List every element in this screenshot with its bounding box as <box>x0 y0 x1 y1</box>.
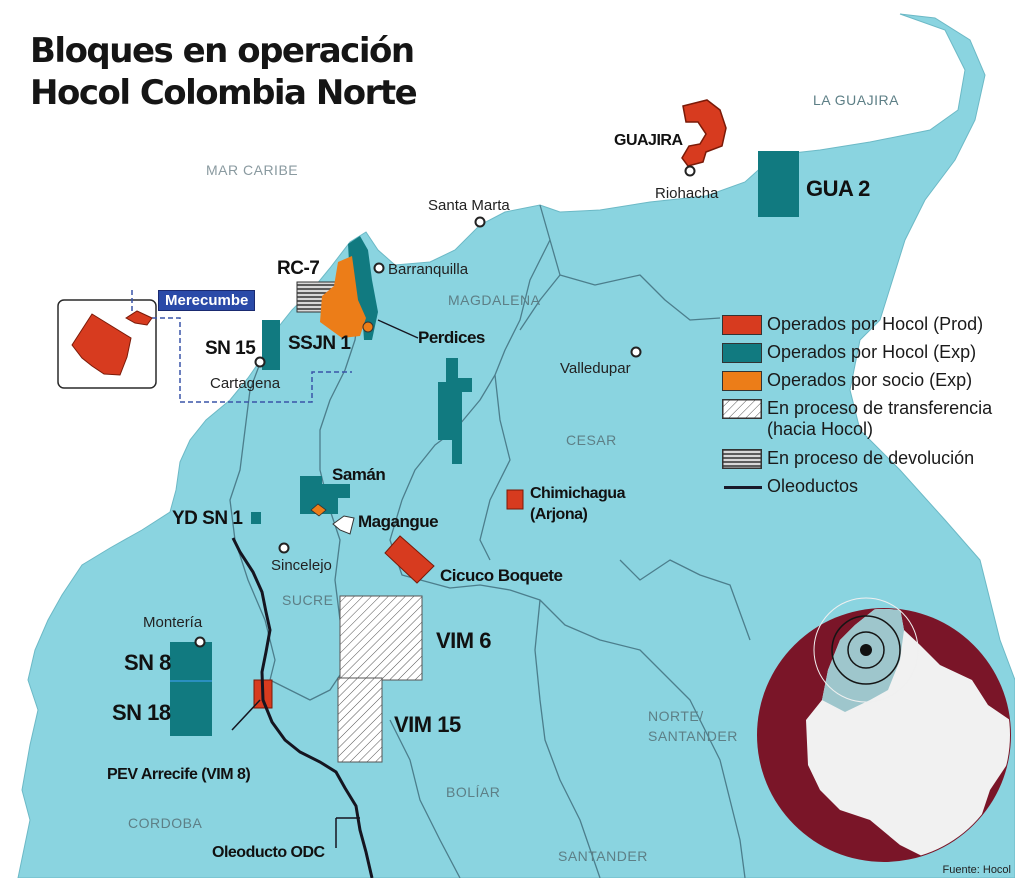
santa-marta-marker <box>474 216 486 228</box>
legend-item-pipeline: Oleoductos <box>722 474 1015 502</box>
pipeline-label-odc: Oleoducto ODC <box>212 844 325 861</box>
inset-region-highlight <box>822 609 904 712</box>
ssjn1-socio-block <box>320 256 366 338</box>
city-label-barranquilla: Barranquilla <box>388 261 469 278</box>
perdices-block <box>438 358 472 464</box>
sea-label-caribe: MAR CARIBE <box>206 162 299 178</box>
department-borders <box>229 204 751 878</box>
block-label-vim15: VIM 15 <box>394 712 461 737</box>
legend-item-prod: Operados por Hocol (Prod) <box>722 312 1015 340</box>
block-label-rc7: RC-7 <box>277 258 320 279</box>
cicuco-block <box>384 535 435 584</box>
ydsn1-block <box>251 512 261 524</box>
legend-swatch-line <box>724 486 762 489</box>
legend-swatch-hatch <box>722 399 762 419</box>
ssjn1-exp-block <box>348 236 378 340</box>
legend-item-devolution: En proceso de devolución <box>722 446 1015 474</box>
city-label-riohacha: Riohacha <box>655 185 719 202</box>
barranquilla-marker <box>373 262 385 274</box>
valledupar-marker <box>630 346 642 358</box>
legend-swatch-exp <box>722 343 762 363</box>
sn8-block <box>170 642 212 680</box>
region-label-magdalena: MAGDALENA <box>448 292 541 308</box>
sn18-block <box>170 682 212 736</box>
city-label-santa-marta: Santa Marta <box>428 197 510 214</box>
city-label-valledupar: Valledupar <box>560 360 631 377</box>
title-line-1: Bloques en operación <box>30 31 415 71</box>
legend-swatch-socio <box>722 371 762 391</box>
legend-label-transfer-1: En proceso de transferencia <box>767 398 993 418</box>
region-label-guajira: LA GUAJIRA <box>813 92 899 108</box>
pipeline-odc <box>231 537 374 878</box>
legend-swatch-stripes <box>722 449 762 469</box>
region-label-cesar: CESAR <box>566 432 617 448</box>
block-label-saman: Samán <box>332 465 386 484</box>
block-label-cicuco: Cicuco Boquete <box>440 566 563 585</box>
magangue-block <box>332 515 355 535</box>
chimichagua-block <box>506 489 524 510</box>
city-label-cartagena: Cartagena <box>210 375 281 392</box>
legend-label-pipeline: Oleoductos <box>767 476 859 496</box>
legend-label-transfer-2: (hacia Hocol) <box>767 419 874 439</box>
legend-label-prod: Operados por Hocol (Prod) <box>767 314 984 334</box>
block-label-pev: PEV Arrecife (VIM 8) <box>107 766 251 783</box>
source-credit: Fuente: Hocol <box>942 864 1011 876</box>
block-label-merecumbe: Merecumbe <box>158 290 256 311</box>
city-label-sincelejo: Sincelejo <box>271 557 332 574</box>
legend-swatch-prod <box>722 315 762 335</box>
legend-item-socio: Operados por socio (Exp) <box>722 368 1015 396</box>
saman-socio <box>310 503 327 517</box>
block-label-sn18: SN 18 <box>112 700 171 725</box>
legend-label-devolution: En proceso de devolución <box>767 448 975 468</box>
legend-item-transfer: En proceso de transferencia (hacia Hocol… <box>722 396 1015 446</box>
block-label-ssjn1: SSJN 1 <box>288 333 351 354</box>
region-label-sucre: SUCRE <box>282 592 334 608</box>
city-markers <box>194 165 696 648</box>
block-label-sn8: SN 8 <box>124 650 171 675</box>
block-label-perdices: Perdices <box>418 328 485 347</box>
block-label-chimichagua-1: Chimichagua <box>530 485 625 502</box>
legend: Operados por Hocol (Prod) Operados por H… <box>722 312 1015 502</box>
colombia-locator-inset <box>757 597 1011 862</box>
block-label-ydsn1: YD SN 1 <box>172 508 243 529</box>
vim15-block <box>337 677 383 763</box>
block-label-vim6: VIM 6 <box>436 628 491 653</box>
block-label-magangue: Magangue <box>358 512 439 531</box>
sn15-block <box>262 320 280 370</box>
region-label-cordoba: CORDOBA <box>128 815 203 831</box>
monteria-marker <box>194 636 206 648</box>
land-mass <box>17 13 1015 878</box>
merecumbe-block <box>125 310 153 326</box>
block-label-gua2: GUA 2 <box>806 176 870 201</box>
block-label-guajira: GUAJIRA <box>614 132 683 149</box>
cartagena-marker <box>254 356 266 368</box>
legend-item-exp: Operados por Hocol (Exp) <box>722 340 1015 368</box>
merecumbe-inset-block <box>71 313 132 376</box>
sincelejo-marker <box>278 542 290 554</box>
title-line-2: Hocol Colombia Norte <box>30 73 418 113</box>
region-label-norte-santander-1: NORTE/ <box>648 708 704 724</box>
city-label-monteria: Montería <box>143 614 203 631</box>
saman-block <box>300 476 350 514</box>
gua2-block <box>758 151 799 217</box>
ssjn1-dot <box>362 321 374 333</box>
region-label-norte-santander-2: SANTANDER <box>648 728 738 744</box>
region-label-santander: SANTANDER <box>558 848 648 864</box>
block-label-chimichagua-2: (Arjona) <box>530 506 588 523</box>
legend-label-exp: Operados por Hocol (Exp) <box>767 342 977 362</box>
riohacha-marker <box>684 165 696 177</box>
region-label-bolivar: BOLÍAR <box>446 784 501 800</box>
block-label-sn15: SN 15 <box>205 338 256 359</box>
legend-label-socio: Operados por socio (Exp) <box>767 370 973 390</box>
vim6-block <box>339 595 423 681</box>
guajira-block <box>681 99 727 167</box>
